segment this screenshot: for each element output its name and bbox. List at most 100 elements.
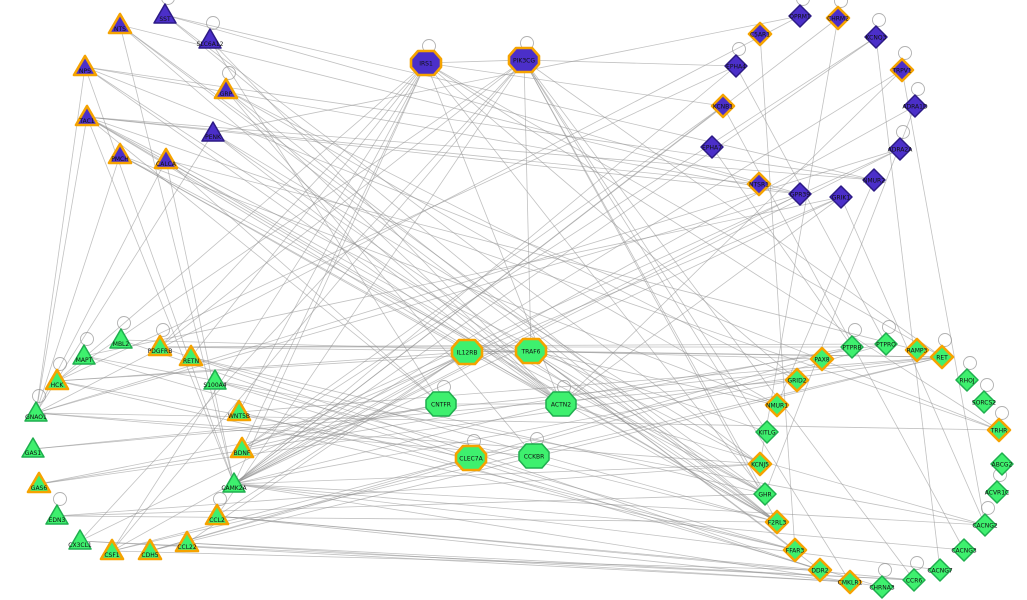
node-CLEC7A[interactable] <box>454 444 488 472</box>
node-RETN[interactable] <box>178 344 204 367</box>
self-loop-KCNQ3[interactable] <box>872 13 886 27</box>
edge-PIK3CG-F2RL3[interactable] <box>523 59 778 523</box>
edge-PMCH-ACTN2[interactable] <box>119 154 562 405</box>
edge-RETN-GHR[interactable] <box>190 356 766 495</box>
node-CACNG3[interactable] <box>952 538 976 562</box>
node-MAPT[interactable] <box>72 344 96 365</box>
edge-BDNF-CNTFR[interactable] <box>241 403 442 450</box>
self-loop-SLC6A12[interactable] <box>206 16 220 30</box>
edge-BDNF-KCNQ3[interactable] <box>241 36 877 450</box>
node-MBL2[interactable] <box>109 328 133 349</box>
self-loop-RET[interactable] <box>938 333 952 347</box>
edge-NTS-ACTN2[interactable] <box>119 24 562 405</box>
edge-GRP-CCKBR[interactable] <box>225 89 535 457</box>
edge-ACTN2-CACNG2[interactable] <box>560 403 986 526</box>
node-NMUR1[interactable] <box>764 392 790 418</box>
node-ADRA1D[interactable] <box>903 94 927 118</box>
edge-TAC1-CNTFR[interactable] <box>86 116 442 405</box>
node-CCKBR[interactable] <box>518 443 550 469</box>
node-GRIK1[interactable] <box>829 185 853 209</box>
node-GPR39[interactable] <box>788 182 812 206</box>
node-DDR2[interactable] <box>807 557 833 583</box>
self-loop-RHOJ[interactable] <box>963 356 977 370</box>
edge-CAMK2A-TRPV1[interactable] <box>233 69 903 485</box>
edge-TRAF6-FFAR3[interactable] <box>530 350 796 551</box>
node-RET[interactable] <box>929 344 955 370</box>
self-loop-ADRA2A[interactable] <box>896 125 910 139</box>
edge-HCK-CLEC7A[interactable] <box>56 380 472 459</box>
self-loop-CCR6[interactable] <box>910 556 924 570</box>
edge-GRIK1-CACNG2[interactable] <box>840 196 986 526</box>
node-CDH5[interactable] <box>137 538 163 561</box>
edge-IRS1-WNT5B[interactable] <box>238 62 427 413</box>
edge-PENK-GNAO1[interactable] <box>35 132 214 414</box>
edge-TAC1-GNAO1[interactable] <box>35 116 88 414</box>
node-NTSR1[interactable] <box>746 171 772 197</box>
self-loop-MBL2[interactable] <box>117 316 131 330</box>
node-GRID2[interactable] <box>784 367 810 393</box>
edge-GAS1-RET[interactable] <box>32 356 943 450</box>
node-RAMP3[interactable] <box>904 337 930 363</box>
edge-PMCH-GHR[interactable] <box>119 154 766 495</box>
edge-CX3CL1-IL12RB[interactable] <box>79 351 468 542</box>
self-loop-EPHA4[interactable] <box>732 42 746 56</box>
edge-ACTN2-GRIK1[interactable] <box>560 196 842 405</box>
edge-EPHA4-PTPRO[interactable] <box>735 65 887 345</box>
edge-GAS1-GRID2[interactable] <box>32 379 798 450</box>
edge-CLEC7A-FFAR3[interactable] <box>470 457 796 551</box>
edge-PDGFRB-DDR2[interactable] <box>159 346 821 571</box>
edge-CAMK2A-EPHA4[interactable] <box>233 65 737 485</box>
edge-NPS-CAMK2A[interactable] <box>84 66 235 485</box>
node-CAMK2A[interactable] <box>222 472 246 493</box>
edge-S100A4-F2RL3[interactable] <box>214 380 778 523</box>
self-loop-TRPV1[interactable] <box>898 46 912 60</box>
edge-EDN3-GHR[interactable] <box>56 493 766 517</box>
node-CALCA[interactable] <box>153 147 179 170</box>
node-CCR6[interactable] <box>902 568 926 592</box>
edge-NTS-CAMK2A[interactable] <box>119 24 235 485</box>
self-loop-GRP[interactable] <box>222 66 236 80</box>
node-CHRM2[interactable] <box>825 5 851 31</box>
edge-ADRA1D-GHR[interactable] <box>764 105 916 495</box>
edge-MAPT-CHRNA3[interactable] <box>83 355 883 588</box>
edge-NTS-NTSR1[interactable] <box>119 24 760 185</box>
edge-IRS1-CAMK2A[interactable] <box>233 62 427 485</box>
edge-ACTN2-PTPRB[interactable] <box>560 346 853 405</box>
edge-PIK3CG-IRS1[interactable] <box>425 59 525 64</box>
edge-GNAO1-TRHR[interactable] <box>35 412 1000 431</box>
edge-CALCA-CNTFR[interactable] <box>165 159 442 405</box>
edge-WNT5B-RET[interactable] <box>238 356 943 413</box>
edge-PIK3CG-HCK[interactable] <box>56 59 525 382</box>
edge-CX3CL1-CMKLR1[interactable] <box>79 540 851 583</box>
node-TRPV1[interactable] <box>889 57 915 83</box>
self-loop-MAPT[interactable] <box>80 332 94 346</box>
edge-SLC6A12-ACTN2[interactable] <box>209 39 562 405</box>
edge-IRS1-TRHR[interactable] <box>425 62 1000 431</box>
self-loop-PTPRO[interactable] <box>882 320 896 334</box>
node-EDN3[interactable] <box>45 504 69 525</box>
node-CHRNA3[interactable] <box>870 575 894 599</box>
node-PIK3CG[interactable] <box>507 46 541 74</box>
edge-CCL22-CMKLR1[interactable] <box>186 542 851 583</box>
self-loop-PTPRB[interactable] <box>848 323 862 337</box>
node-GHR[interactable] <box>753 482 777 506</box>
edge-TAC1-NTSR1[interactable] <box>86 116 760 185</box>
edge-CAMK2A-CACNG3[interactable] <box>233 483 965 551</box>
node-EPHA4[interactable] <box>724 54 748 78</box>
self-loop-PDGFRB[interactable] <box>156 323 170 337</box>
node-CCL2[interactable] <box>204 503 230 526</box>
self-loop-EDN3[interactable] <box>53 492 67 506</box>
node-TRHR[interactable] <box>986 417 1012 443</box>
self-loop-OPRM1[interactable] <box>796 0 810 6</box>
edge-S100A4-DDR2[interactable] <box>214 380 821 571</box>
self-loop-CHRNA3[interactable] <box>878 563 892 577</box>
node-KCNB1[interactable] <box>710 93 736 119</box>
edge-GAS6-PTPRO[interactable] <box>38 343 887 485</box>
node-FFAR3[interactable] <box>782 537 808 563</box>
edge-TRAF6-GHR[interactable] <box>530 350 766 495</box>
edge-NPS-NMUR2[interactable] <box>84 66 875 181</box>
edge-IL12RB-CCL22[interactable] <box>186 351 468 544</box>
node-GNAO1[interactable] <box>24 401 48 422</box>
edge-PIK3CG-CCL2[interactable] <box>216 59 525 517</box>
node-CCL22[interactable] <box>174 530 200 553</box>
